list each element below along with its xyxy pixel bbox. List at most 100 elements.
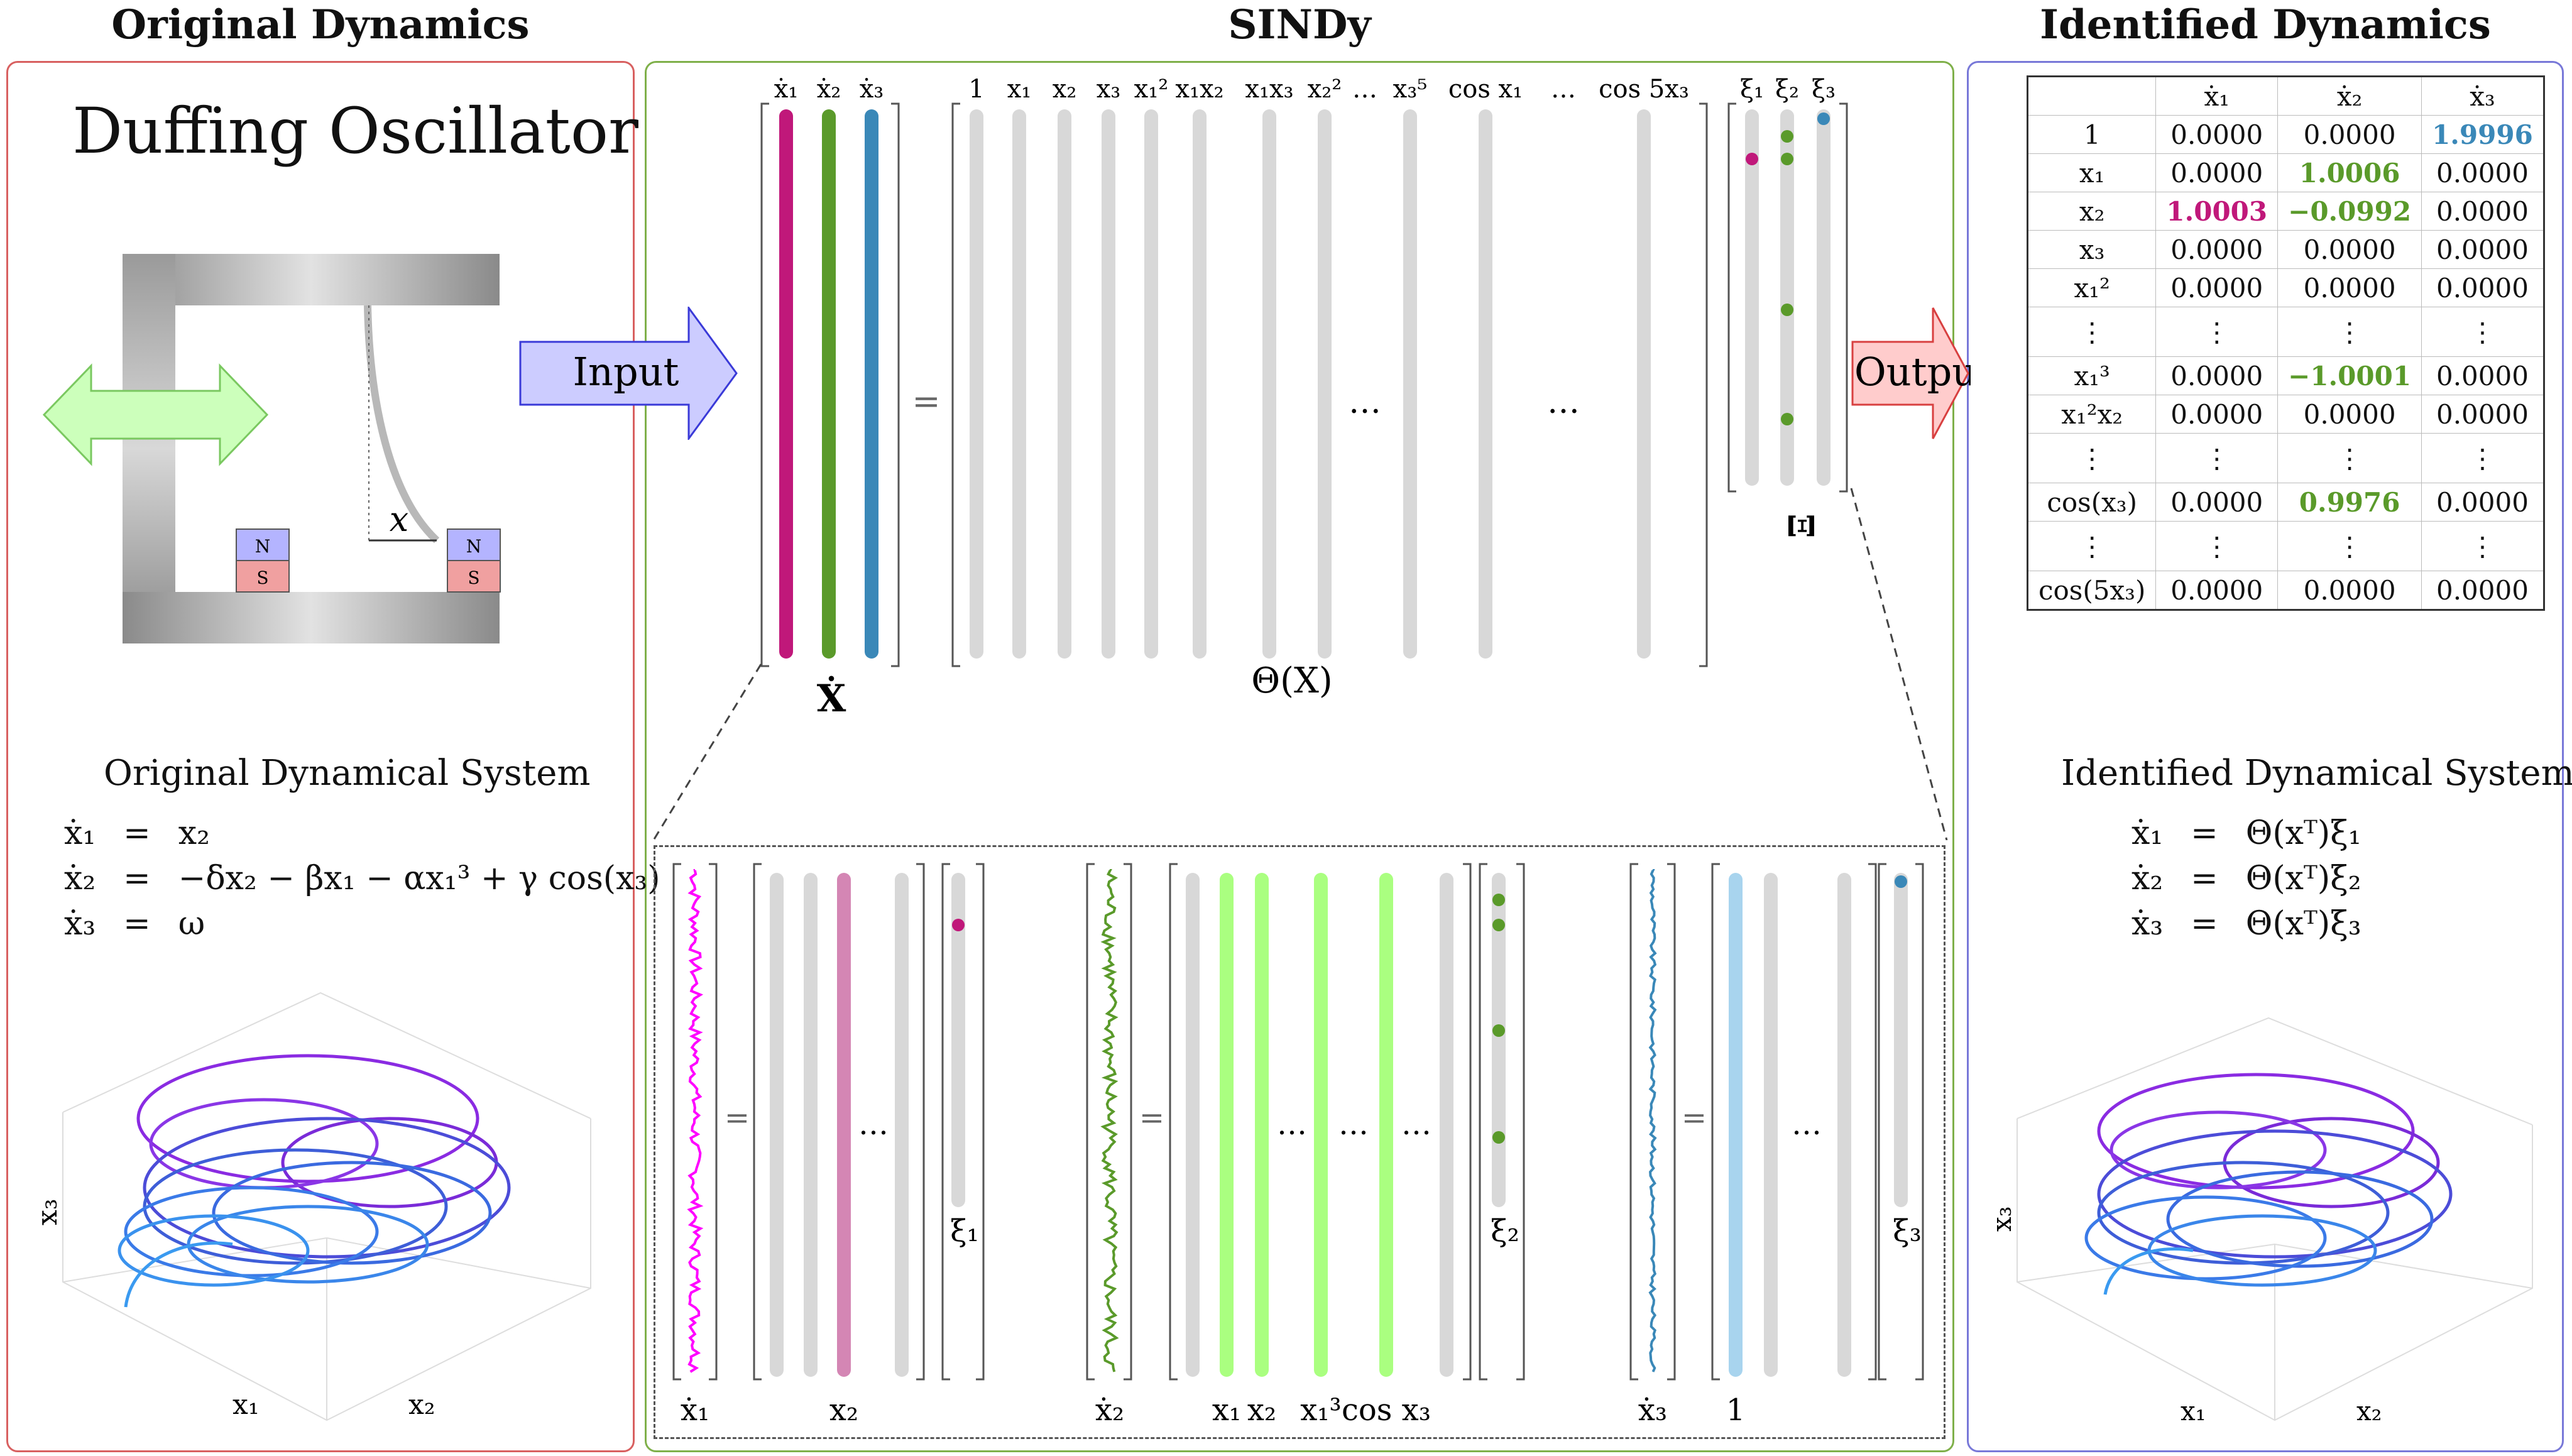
theta-header: x₁x₂ xyxy=(1175,75,1223,104)
identified-dynamics-title: Identified Dynamics xyxy=(2040,1,2491,48)
original-panel xyxy=(6,61,635,1452)
coefficient-cell: 0.0000 xyxy=(2277,571,2422,610)
equation-lhs: ẋ₁ xyxy=(64,814,96,852)
theta-header: cos x₁ xyxy=(1448,75,1523,104)
detail-xi-coefficient xyxy=(952,919,965,931)
coefficient-cell: 0.0000 xyxy=(2277,268,2422,307)
equals-sign: = xyxy=(912,381,940,421)
coefficient-cell: ⋮ xyxy=(2421,433,2544,483)
equation-rhs: Θ(xᵀ)ξ₁ xyxy=(2245,814,2361,852)
zoom-line-left xyxy=(652,664,762,840)
coefficient-cell: ⋮ xyxy=(2277,433,2422,483)
coefficient-cell: 0.0000 xyxy=(2277,395,2422,434)
theta-header: x₂ xyxy=(1053,75,1077,104)
theta-header: 1 xyxy=(968,75,984,104)
coefficient-cell: 0.0000 xyxy=(2155,356,2279,395)
detail-term-label: x₁³ xyxy=(1300,1393,1342,1428)
equation-rhs: Θ(xᵀ)ξ₂ xyxy=(2245,860,2361,897)
axis-x1-label: x₁ xyxy=(2181,1396,2206,1426)
equation-row: ẋ₃ = ω xyxy=(50,901,674,946)
equation-lhs: ẋ₃ xyxy=(2131,905,2164,943)
measured-derivative-signal xyxy=(687,869,704,1373)
equation-lhs: ẋ₁ xyxy=(2131,814,2164,852)
theta-header: cos 5x₃ xyxy=(1599,75,1689,104)
coefficient-cell: 0.0000 xyxy=(2421,356,2544,395)
coefficient-cell: 0.0000 xyxy=(2421,230,2544,269)
table-header-cell xyxy=(2027,76,2157,116)
xi-header: ξ₃ xyxy=(1812,75,1836,104)
coefficient-cell: ⋮ xyxy=(2277,307,2422,357)
equation-eq: = xyxy=(123,814,151,852)
sindy-detail-box xyxy=(654,845,1945,1439)
original-dynamics-title: Original Dynamics xyxy=(111,1,530,48)
detail-xi-label: ξ₁ xyxy=(950,1213,979,1249)
theta-dots-2: … xyxy=(1547,383,1580,421)
detail-xi-coefficient xyxy=(1492,894,1505,906)
equation-row: ẋ₁ = Θ(xᵀ)ξ₁ xyxy=(2118,811,2375,856)
xi-matrix: ξ₁ ξ₂ ξ₃ xyxy=(1727,75,1848,493)
detail-term-label: cos x₃ xyxy=(1342,1393,1431,1428)
detail-xi-label: ξ₂ xyxy=(1491,1213,1519,1249)
equation-lhs: ẋ₃ xyxy=(64,905,96,943)
coefficient-cell: 0.0000 xyxy=(2277,230,2422,269)
detail-dots: … xyxy=(1792,1107,1822,1142)
equation-row: ẋ₂ = −δx₂ − βx₁ − αx₁³ + γ cos(x₃) xyxy=(50,856,674,901)
coefficient-cell: ⋮ xyxy=(2421,307,2544,357)
theta-header: … xyxy=(1352,75,1377,104)
theta-dots-1: … xyxy=(1349,383,1381,421)
xi-nonzero-coefficient xyxy=(1781,153,1793,165)
xi-right-bracket xyxy=(1839,102,1848,493)
coefficient-cell: −1.0001 xyxy=(2277,356,2422,395)
xi-header: ξ₁ xyxy=(1740,75,1764,104)
xi-left-bracket xyxy=(1727,102,1736,493)
equation-rhs: x₂ xyxy=(178,814,210,852)
xi-header: ξ₂ xyxy=(1775,75,1799,104)
oscillator-title: Duffing Oscillator xyxy=(72,94,638,168)
equation-row: ẋ₁ = x₂ xyxy=(50,811,674,856)
magnet-left-south xyxy=(236,560,290,593)
xdot-right-bracket xyxy=(891,102,900,667)
coefficient-cell: 0.0000 xyxy=(2155,115,2279,154)
xi-nonzero-coefficient xyxy=(1781,130,1793,143)
magnet-right-north xyxy=(447,528,501,561)
duffing-oscillator-illustration: N S N S x xyxy=(42,254,501,643)
coefficient-cell: 0.0000 xyxy=(2421,395,2544,434)
coefficient-cell: 0.0000 xyxy=(2155,230,2279,269)
xdot-header: ẋ₁ xyxy=(774,75,799,104)
coefficient-cell: 0.0000 xyxy=(2155,483,2279,522)
detail-xi-left-bracket xyxy=(941,863,950,1381)
detail-dots: … xyxy=(1338,1107,1369,1142)
theta-right-bracket xyxy=(1699,102,1708,667)
equation-rhs: Θ(xᵀ)ξ₃ xyxy=(2245,905,2361,943)
magnet-right-n-label: N xyxy=(466,536,482,557)
sindy-panel xyxy=(645,61,1954,1452)
term-cell: x₁³ xyxy=(2027,356,2157,395)
equation-rhs: ω xyxy=(178,905,205,943)
input-label: Input xyxy=(573,349,679,395)
equation-rhs: −δx₂ − βx₁ − αx₁³ + γ cos(x₃) xyxy=(178,860,660,897)
detail-theta-right-bracket xyxy=(1868,863,1877,1381)
equation-lhs: ẋ₂ xyxy=(64,860,96,897)
coefficient-cell: 0.0000 xyxy=(2421,192,2544,231)
xi-nonzero-coefficient xyxy=(1781,304,1793,316)
detail-dots: … xyxy=(1277,1107,1307,1142)
coefficient-cell: 0.0000 xyxy=(2277,115,2422,154)
measured-derivative-signal xyxy=(1648,869,1657,1372)
detail-lhs-right-bracket xyxy=(1667,863,1676,1381)
theta-header: x₁ xyxy=(1007,75,1032,104)
term-cell: ⋮ xyxy=(2027,433,2157,483)
equation-eq: = xyxy=(2191,905,2218,943)
xi-nonzero-coefficient xyxy=(1781,413,1793,425)
table-header-cell: ẋ₂ xyxy=(2277,76,2422,116)
xdot-left-bracket xyxy=(760,102,769,667)
displacement-label: x xyxy=(390,500,408,539)
coefficient-cell: 0.0000 xyxy=(2421,571,2544,610)
output-arrow: Output xyxy=(1851,307,1971,439)
identified-panel xyxy=(1967,61,2564,1452)
